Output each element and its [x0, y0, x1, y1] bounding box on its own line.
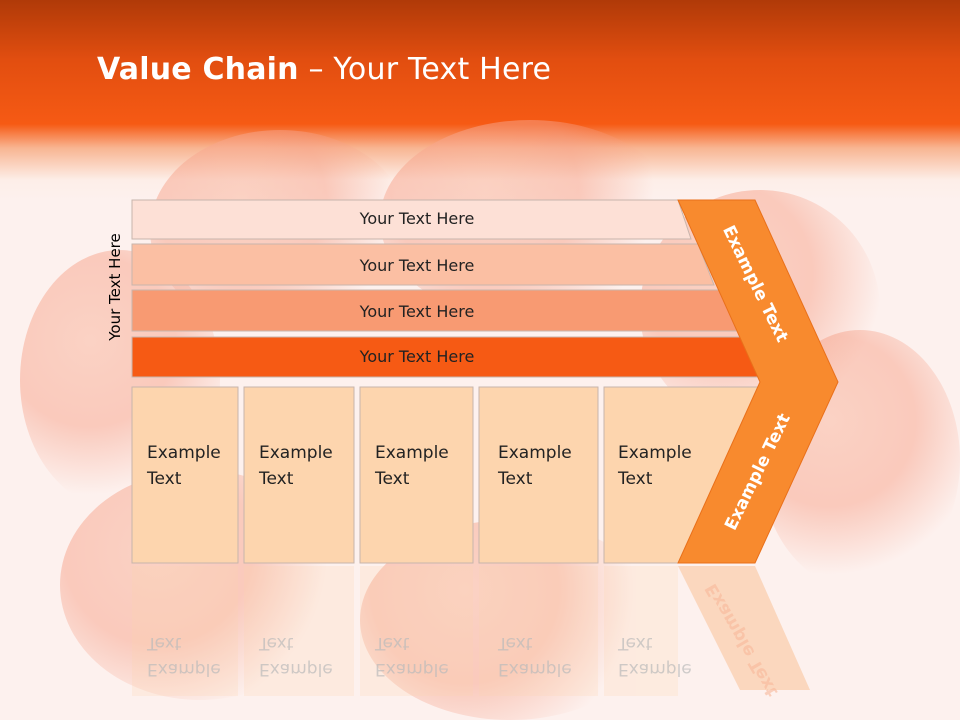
bar-label-1: Your Text Here	[359, 209, 475, 228]
box-2	[243, 386, 355, 564]
box-3	[359, 386, 474, 564]
side-label: Your Text Here	[106, 233, 124, 341]
page-title: Value Chain – Your Text Here	[97, 52, 551, 87]
bar-label-3: Your Text Here	[359, 302, 475, 321]
bar-2	[131, 243, 715, 286]
bar-1	[131, 199, 692, 240]
chevron-reflection	[678, 566, 810, 690]
bar-label-2: Your Text Here	[359, 256, 475, 275]
title-bold: Value Chain	[97, 52, 299, 87]
boxes-reflection	[132, 566, 678, 696]
title-rest: – Your Text Here	[298, 52, 552, 87]
bar-label-4: Your Text Here	[359, 347, 475, 366]
chevron-arrow	[677, 199, 839, 564]
box-1	[131, 386, 239, 564]
box-4	[478, 386, 599, 564]
